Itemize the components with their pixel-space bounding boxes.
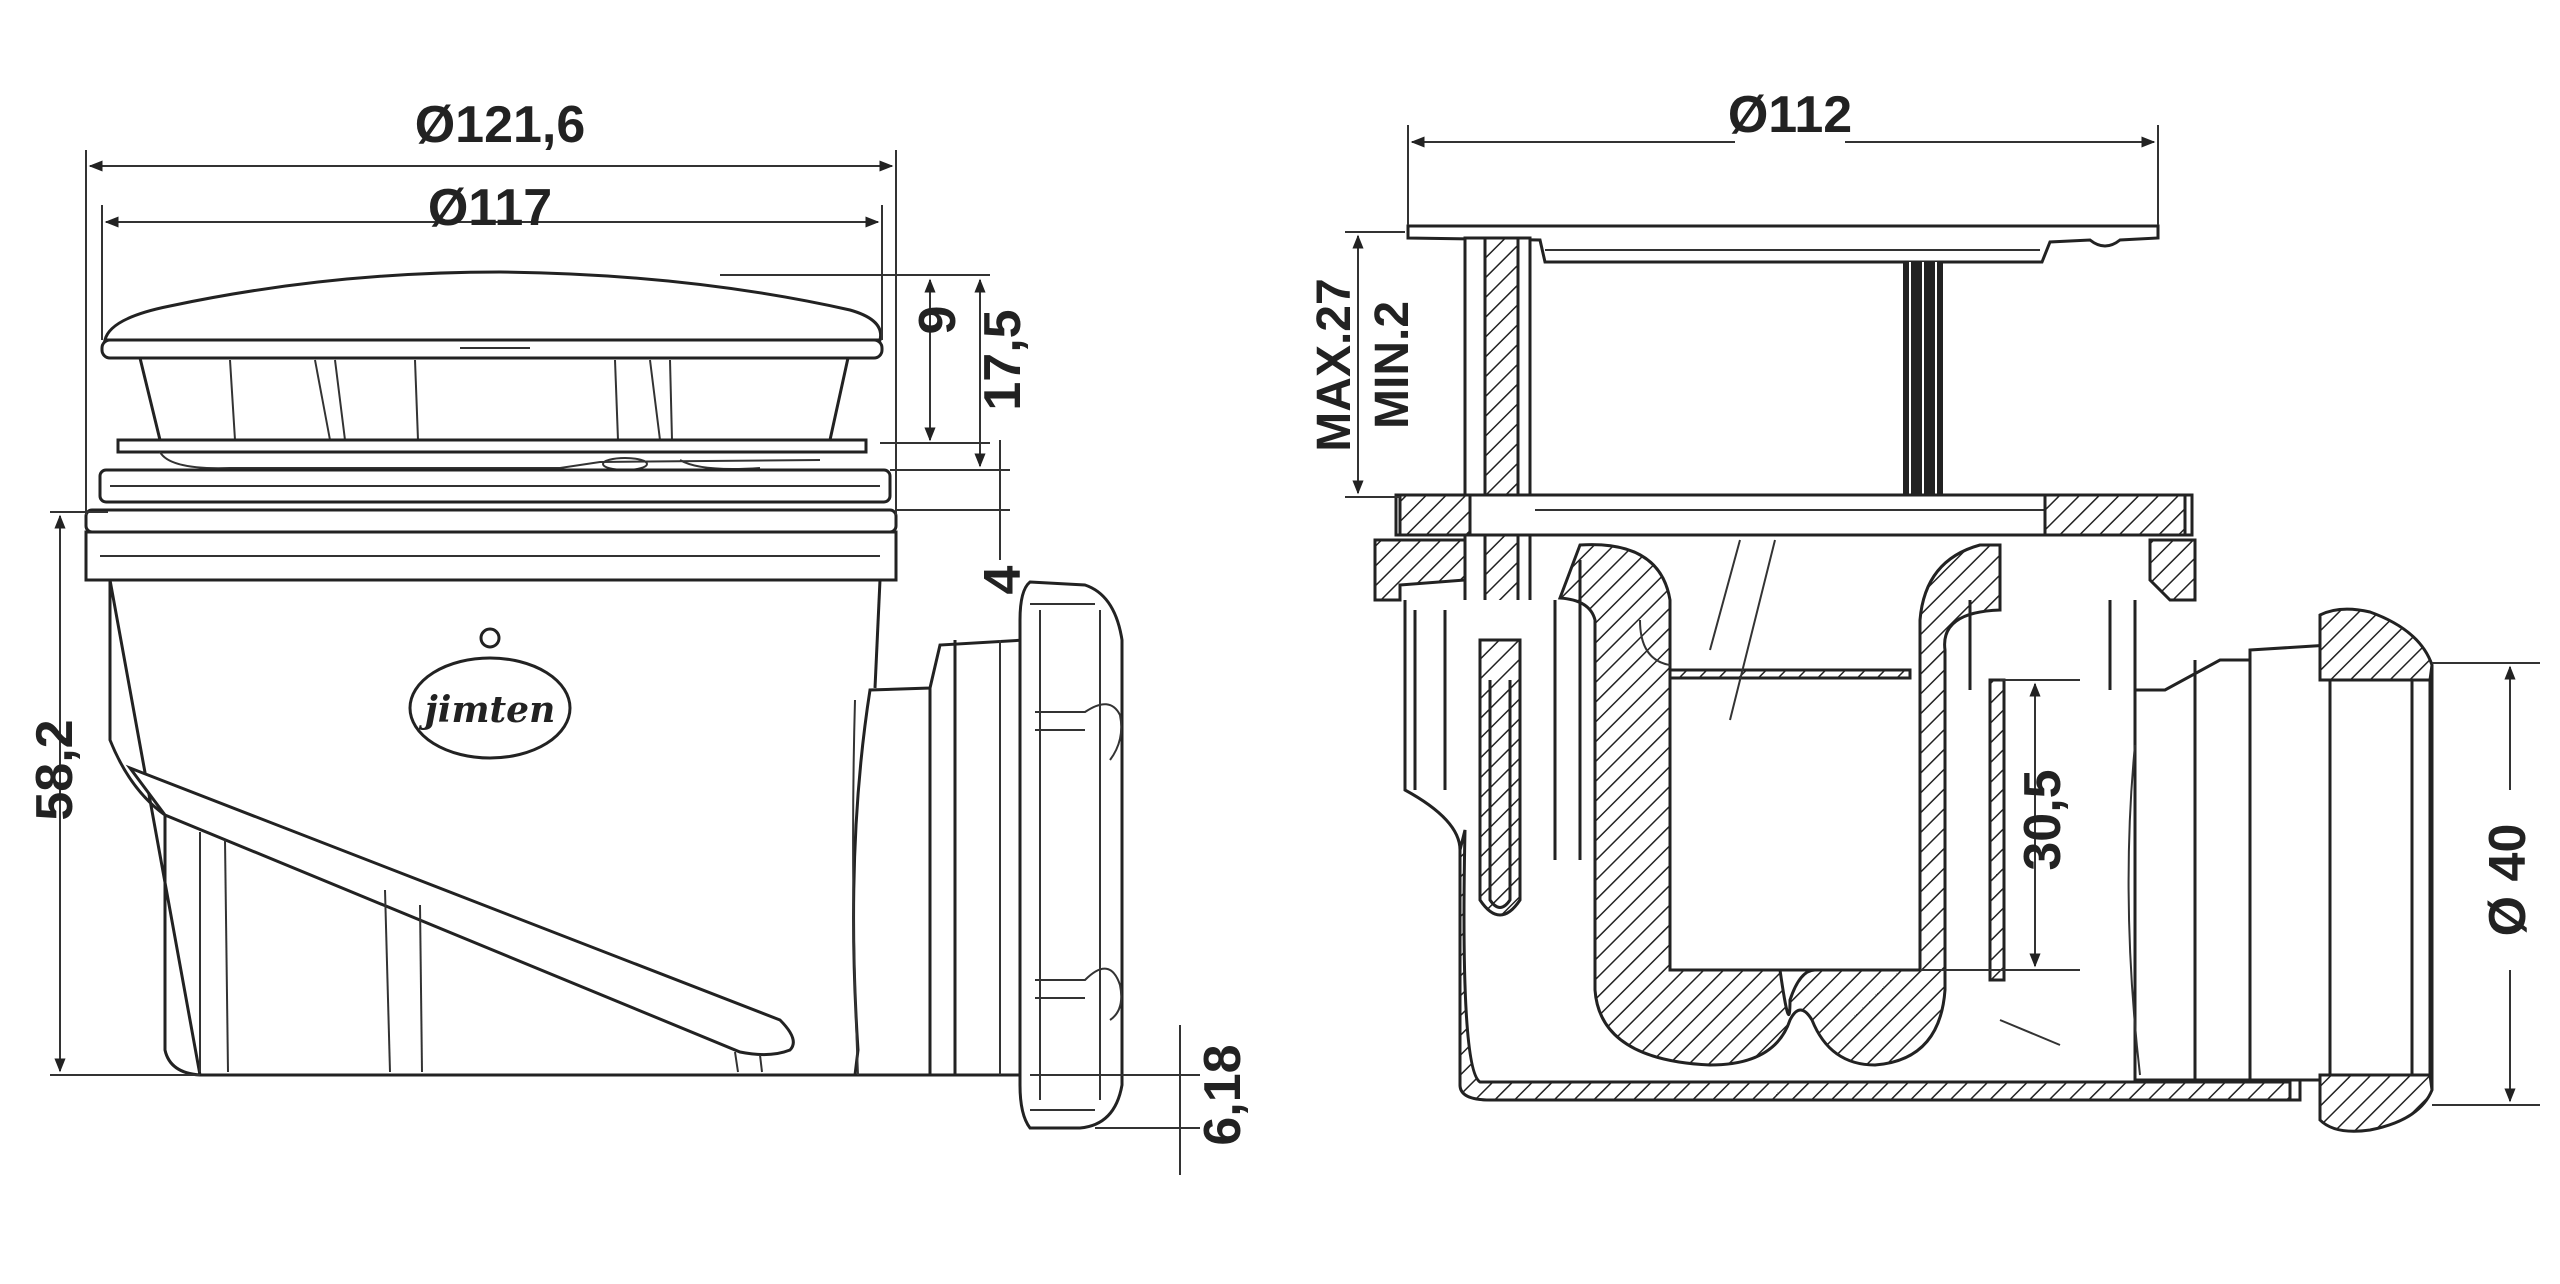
dim-inner-diameter: Ø117 bbox=[428, 179, 552, 237]
left-dimensions: Ø121,6 Ø117 9 17,5 4 58,2 bbox=[26, 96, 1252, 1175]
dim-outer-diameter: Ø121,6 bbox=[415, 96, 586, 154]
dim-adjust-min: MIN.2 bbox=[1366, 301, 1419, 429]
drain-section bbox=[1373, 224, 2434, 1133]
dim-adjust-max: MAX.27 bbox=[1308, 278, 1361, 451]
dim-outlet-diameter: Ø 40 bbox=[2479, 824, 2537, 937]
right-dimensions: Ø112 MAX.27 MIN.2 30,5 Ø 40 bbox=[1308, 85, 2550, 1106]
dim-body-height: 58,2 bbox=[26, 719, 84, 820]
dim-ring-height: 4 bbox=[974, 565, 1032, 594]
drain-body: jimten bbox=[84, 270, 1124, 1130]
right-view: Ø112 MAX.27 MIN.2 30,5 Ø 40 bbox=[1308, 85, 2550, 1133]
dim-outlet-offset: 6,18 bbox=[1194, 1044, 1252, 1145]
dim-top-height: 17,5 bbox=[974, 309, 1032, 410]
left-view: jimten Ø121,6 Ø117 9 17,5 bbox=[26, 96, 1252, 1175]
brand-logo-text: jimten bbox=[419, 689, 556, 731]
dim-water-seal: 30,5 bbox=[2014, 769, 2072, 870]
dim-cap-height: 9 bbox=[909, 306, 967, 335]
brand-logo bbox=[408, 656, 572, 760]
dim-plate-diameter: Ø112 bbox=[1728, 86, 1852, 144]
